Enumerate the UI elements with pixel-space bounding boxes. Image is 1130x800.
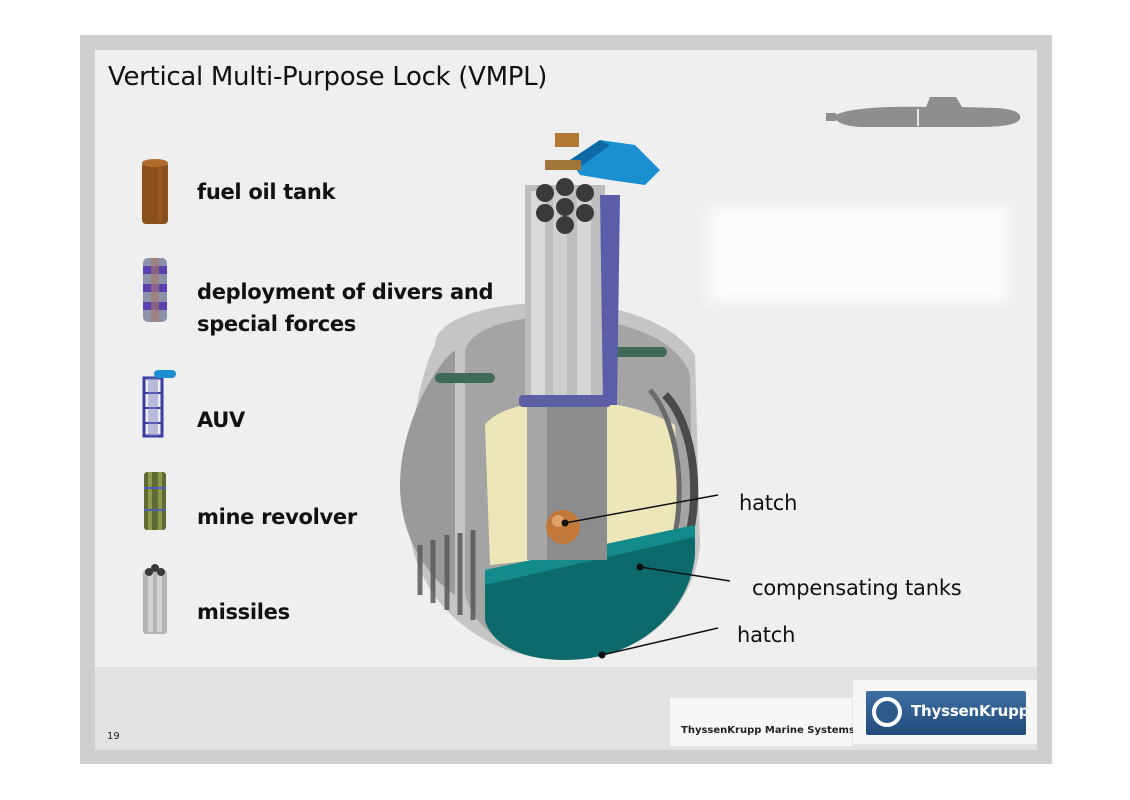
legend-label-line2: special forces: [197, 312, 357, 336]
slide-title: Vertical Multi-Purpose Lock (VMPL): [108, 62, 548, 92]
company-name-box: [670, 698, 852, 746]
legend-label: missiles: [197, 600, 290, 624]
legend-label: mine revolver: [197, 505, 357, 529]
submarine-silhouette-icon: [826, 97, 1021, 127]
logo-text: ThyssenKrupp: [911, 702, 1030, 720]
mine-revolver-icon: [144, 472, 166, 530]
callout-hatch-bottom: hatch: [737, 623, 796, 647]
divers-module-icon: [143, 258, 167, 322]
auv-module-icon: [142, 370, 176, 438]
image-glare: [708, 206, 1008, 302]
company-name: ThyssenKrupp Marine Systems: [681, 725, 855, 736]
callout-hatch-top: hatch: [739, 491, 798, 515]
legend-label: AUV: [197, 408, 246, 432]
logo-emblem-inner: [876, 701, 898, 723]
callout-compensating-tanks: compensating tanks: [752, 576, 962, 600]
fuel-oil-tank-icon: [142, 159, 168, 224]
missiles-module-icon: [143, 564, 167, 634]
page-number: 19: [107, 731, 120, 742]
legend-label: fuel oil tank: [197, 180, 336, 204]
vmpl-illustration: [400, 133, 700, 660]
legend-label: deployment of divers and: [197, 280, 494, 304]
